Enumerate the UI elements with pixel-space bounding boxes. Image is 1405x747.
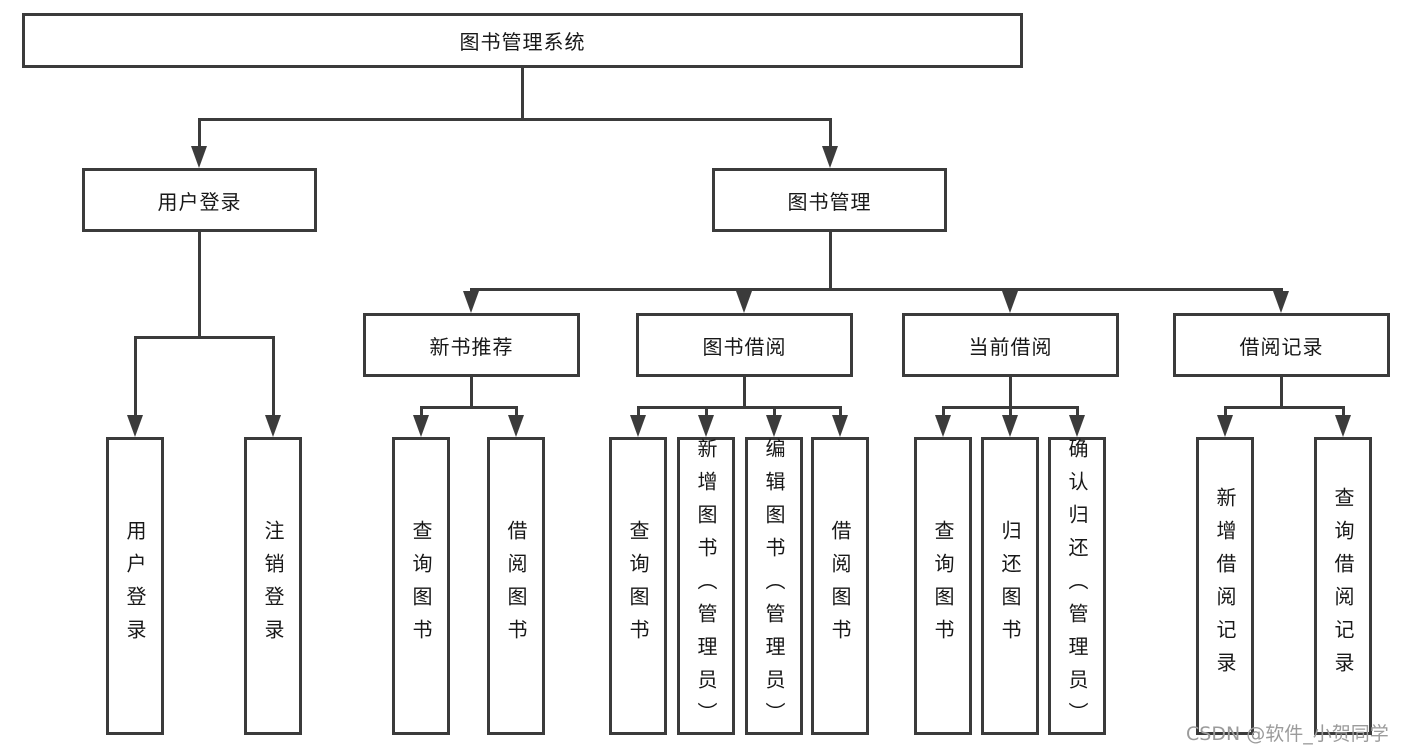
arrowhead-down-icon — [935, 415, 951, 437]
node-root: 图书管理系统 — [22, 13, 1023, 68]
leaf-borrow-books-2: 借阅图书 — [811, 437, 869, 735]
leaf-edit-book-admin: 编辑图书（管理员） — [745, 437, 803, 735]
node-borrowing-records: 借阅记录 — [1173, 313, 1390, 377]
arrowhead-down-icon — [1002, 291, 1018, 313]
connector-drop-user-login — [198, 118, 201, 148]
node-current-borrowing: 当前借阅 — [902, 313, 1119, 377]
leaf-query-books-3: 查询图书 — [914, 437, 972, 735]
arrowhead-down-icon — [822, 146, 838, 168]
connector-book-borrow-branch — [637, 406, 841, 409]
connector-borrow-records-branch — [1224, 406, 1345, 409]
leaf-edit-book-admin-label: 编辑图书（管理员） — [762, 437, 786, 735]
arrowhead-down-icon — [1069, 415, 1085, 437]
leaf-add-book-admin: 新增图书（管理员） — [677, 437, 735, 735]
arrowhead-down-icon — [413, 415, 429, 437]
leaf-query-borrow-record-label: 查询借阅记录 — [1331, 487, 1355, 685]
leaf-return-book-label: 归还图书 — [998, 520, 1022, 652]
connector-root-stem — [521, 68, 524, 120]
arrowhead-down-icon — [265, 415, 281, 437]
arrowhead-down-icon — [832, 415, 848, 437]
node-user-login-label: 用户登录 — [157, 189, 242, 214]
arrowhead-down-icon — [766, 415, 782, 437]
connector-drop-book-management — [829, 118, 832, 148]
arrowhead-down-icon — [698, 415, 714, 437]
connector-new-book-branch — [420, 406, 518, 409]
leaf-borrow-books-1-label: 借阅图书 — [504, 520, 528, 652]
arrowhead-down-icon — [191, 146, 207, 168]
connector-new-book-stem — [470, 377, 473, 408]
arrowhead-down-icon — [127, 415, 143, 437]
node-book-borrowing: 图书借阅 — [636, 313, 853, 377]
connector-drop — [773, 406, 776, 418]
leaf-add-book-admin-label: 新增图书（管理员） — [694, 437, 718, 735]
arrowhead-down-icon — [508, 415, 524, 437]
leaf-query-books-1-label: 查询图书 — [409, 520, 433, 652]
arrowhead-down-icon — [736, 291, 752, 313]
node-current-borrowing-label: 当前借阅 — [968, 334, 1053, 359]
connector-book-borrow-stem — [743, 377, 746, 408]
leaf-query-borrow-record: 查询借阅记录 — [1314, 437, 1372, 735]
arrowhead-down-icon — [1273, 291, 1289, 313]
connector-drop — [637, 406, 640, 418]
arrowhead-down-icon — [630, 415, 646, 437]
connector-drop — [942, 406, 945, 418]
node-root-label: 图书管理系统 — [459, 30, 586, 54]
leaf-borrow-books-1: 借阅图书 — [487, 437, 545, 735]
connector-user-login-stem — [198, 232, 201, 338]
arrowhead-down-icon — [1217, 415, 1233, 437]
leaf-confirm-return-admin: 确认归还（管理员） — [1048, 437, 1106, 735]
connector-drop — [839, 406, 842, 418]
connector-borrow-records-stem — [1280, 377, 1283, 408]
node-book-management-label: 图书管理 — [787, 189, 872, 214]
connector-current-borrow-stem — [1009, 377, 1012, 408]
connector-drop-leaf-user-login — [134, 336, 137, 418]
leaf-query-books-2: 查询图书 — [609, 437, 667, 735]
leaf-logout: 注销登录 — [244, 437, 302, 735]
connector-drop — [1342, 406, 1345, 418]
watermark-text: CSDN @软件_小贺同学 — [1186, 723, 1389, 745]
connector-drop — [1224, 406, 1227, 418]
leaf-query-books-2-label: 查询图书 — [626, 520, 650, 652]
leaf-logout-label: 注销登录 — [261, 520, 285, 652]
node-new-book-recommend-label: 新书推荐 — [429, 334, 514, 359]
connector-book-management-stem — [829, 232, 832, 290]
leaf-user-login: 用户登录 — [106, 437, 164, 735]
connector-drop — [420, 406, 423, 418]
leaf-return-book: 归还图书 — [981, 437, 1039, 735]
node-user-login: 用户登录 — [82, 168, 317, 232]
node-book-borrowing-label: 图书借阅 — [702, 334, 787, 359]
leaf-add-borrow-record-label: 新增借阅记录 — [1213, 487, 1237, 685]
connector-drop — [705, 406, 708, 418]
leaf-query-books-1: 查询图书 — [392, 437, 450, 735]
leaf-borrow-books-2-label: 借阅图书 — [828, 520, 852, 652]
connector-drop — [1009, 406, 1012, 418]
connector-root-branch — [198, 118, 832, 121]
arrowhead-down-icon — [463, 291, 479, 313]
connector-book-management-branch — [470, 288, 1283, 291]
arrowhead-down-icon — [1002, 415, 1018, 437]
connector-user-login-branch — [134, 336, 275, 339]
connector-drop — [1076, 406, 1079, 418]
connector-drop — [515, 406, 518, 418]
leaf-query-books-3-label: 查询图书 — [931, 520, 955, 652]
leaf-confirm-return-admin-label: 确认归还（管理员） — [1065, 437, 1089, 735]
node-borrowing-records-label: 借阅记录 — [1239, 334, 1324, 359]
leaf-add-borrow-record: 新增借阅记录 — [1196, 437, 1254, 735]
connector-drop-leaf-logout — [272, 336, 275, 418]
arrowhead-down-icon — [1335, 415, 1351, 437]
node-new-book-recommend: 新书推荐 — [363, 313, 580, 377]
node-book-management: 图书管理 — [712, 168, 947, 232]
leaf-user-login-label: 用户登录 — [123, 520, 147, 652]
